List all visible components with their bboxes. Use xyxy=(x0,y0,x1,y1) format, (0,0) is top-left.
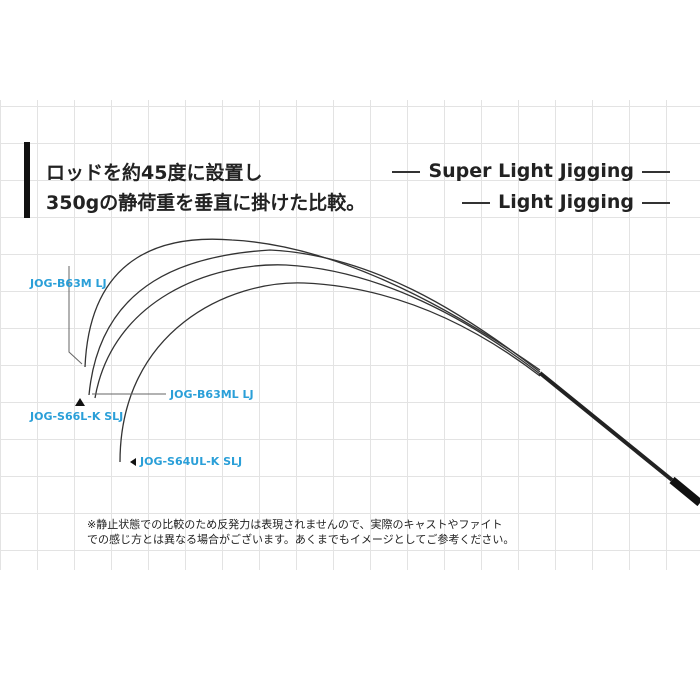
heading-line-2: 350gの静荷重を垂直に掛けた比較。 xyxy=(46,192,366,214)
legend-label: Super Light Jigging xyxy=(428,160,634,182)
note-line-2: での感じ方とは異なる場合がございます。あくまでもイメージとしてご参考ください。 xyxy=(87,533,515,546)
legend-super-light-jigging: Super Light Jigging xyxy=(384,160,678,182)
rod-label-b63m: JOG-B63M LJ xyxy=(30,277,107,290)
triangle-up-icon xyxy=(75,398,85,406)
note-line-1: ※静止状態での比較のため反発力は表現されませんので、実際のキャストやファイト xyxy=(87,518,503,531)
leader-b63m xyxy=(68,266,83,365)
rod-curve-b63m xyxy=(84,238,541,371)
triangle-left-icon xyxy=(130,458,136,466)
heading-line-1: ロッドを約45度に設置し xyxy=(46,162,263,184)
rod-curve-b63ml xyxy=(88,249,541,396)
legend-light-jigging: Light Jigging xyxy=(454,191,678,213)
background-grid xyxy=(0,100,700,570)
rod-label-s64ul: JOG-S64UL-K SLJ xyxy=(140,455,243,468)
rod-label-b63ml: JOG-B63ML LJ xyxy=(170,388,254,401)
rod-label-s66l: JOG-S66L-K SLJ xyxy=(30,410,124,423)
legend-label: Light Jigging xyxy=(498,191,634,213)
rod-butt-section xyxy=(538,371,674,482)
rod-curve-s64ul xyxy=(119,282,541,463)
rod-grip xyxy=(669,476,700,507)
heading-accent-bar xyxy=(24,142,30,218)
rod-curve-s66l xyxy=(94,264,541,399)
